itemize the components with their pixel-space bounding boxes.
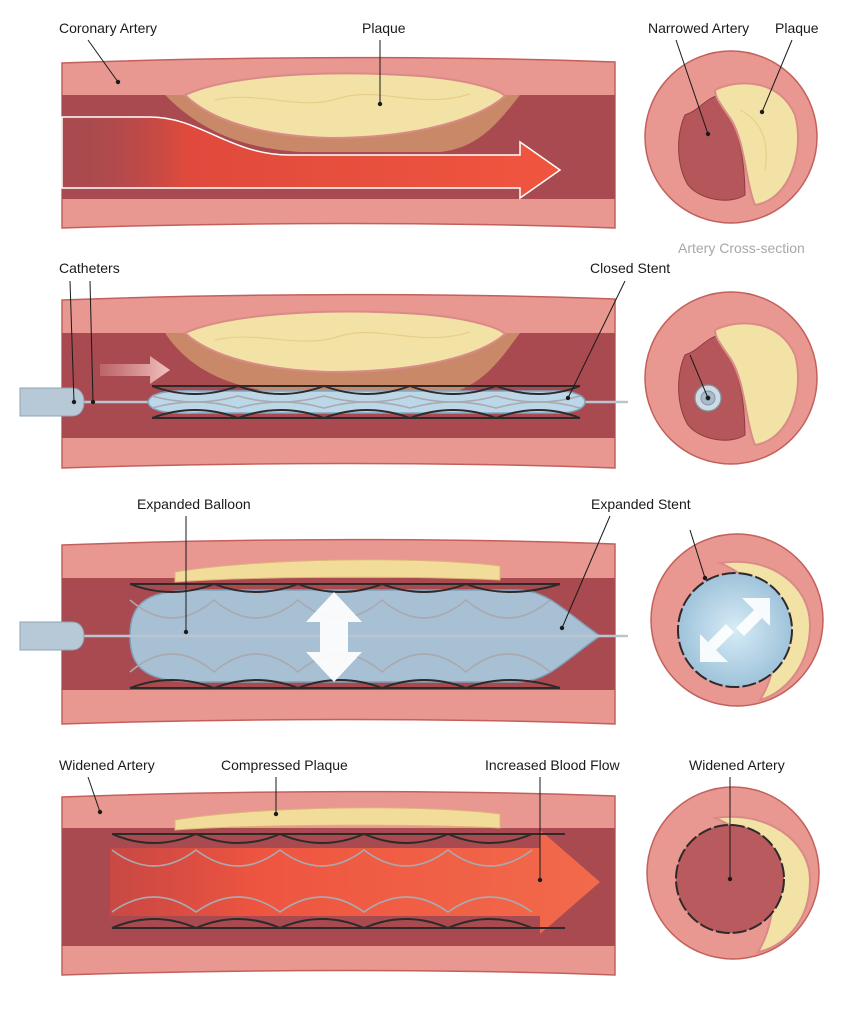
- panel-1-labels: Coronary Artery Plaque Narrowed Artery P…: [59, 20, 819, 256]
- radial-arrows: [700, 598, 770, 662]
- label-catheters: Catheters: [59, 260, 120, 276]
- label-widened-artery-xs: Widened Artery: [689, 757, 785, 773]
- label-plaque-xs: Plaque: [775, 20, 819, 36]
- label-compressed-plaque: Compressed Plaque: [221, 757, 348, 773]
- cross-section-2: [644, 291, 818, 465]
- label-increased-blood-flow: Increased Blood Flow: [485, 757, 621, 773]
- cross-section-4: [646, 786, 820, 960]
- label-closed-stent: Closed Stent: [590, 260, 670, 276]
- label-plaque: Plaque: [362, 20, 406, 36]
- plaque-1: [183, 72, 507, 140]
- panel-1-artery-with-plaque: [61, 56, 616, 229]
- cross-section-3: [650, 533, 824, 707]
- panel-4-labels: Widened Artery Compressed Plaque Increas…: [59, 757, 785, 883]
- blood-flow-1: [61, 116, 562, 200]
- expansion-arrow: [306, 592, 362, 682]
- label-coronary-artery: Coronary Artery: [59, 20, 157, 36]
- insertion-arrow: [100, 356, 170, 384]
- expanded-stent-mesh: [130, 583, 560, 689]
- label-artery-cross-section: Artery Cross-section: [678, 240, 805, 256]
- expanded-balloon-xs: [677, 572, 793, 688]
- plaque-3: [174, 559, 501, 583]
- stent-implanted: [111, 832, 565, 930]
- panel-2-catheter-insertion: [19, 293, 628, 469]
- compressed-plaque: [174, 807, 501, 831]
- plaque-xs-1: [713, 82, 799, 207]
- catheter-2: [19, 387, 85, 417]
- label-widened-artery: Widened Artery: [59, 757, 155, 773]
- catheter-3: [19, 621, 85, 651]
- panel-4-widened-artery: [61, 790, 616, 976]
- label-narrowed-artery: Narrowed Artery: [648, 20, 749, 36]
- increased-blood-flow: [110, 830, 600, 934]
- label-expanded-balloon: Expanded Balloon: [137, 496, 251, 512]
- panel-3-balloon-expansion: [19, 538, 628, 725]
- panel-2-labels: Catheters Closed Stent: [59, 260, 711, 405]
- closed-stent: [151, 384, 581, 420]
- panel-3-labels: Expanded Balloon Expanded Stent: [137, 496, 708, 635]
- plaque-2: [183, 310, 507, 374]
- expanded-stent-struts: [129, 582, 561, 690]
- narrowed-lumen: [678, 94, 746, 201]
- cross-section-1: [644, 50, 818, 224]
- label-expanded-stent: Expanded Stent: [591, 496, 691, 512]
